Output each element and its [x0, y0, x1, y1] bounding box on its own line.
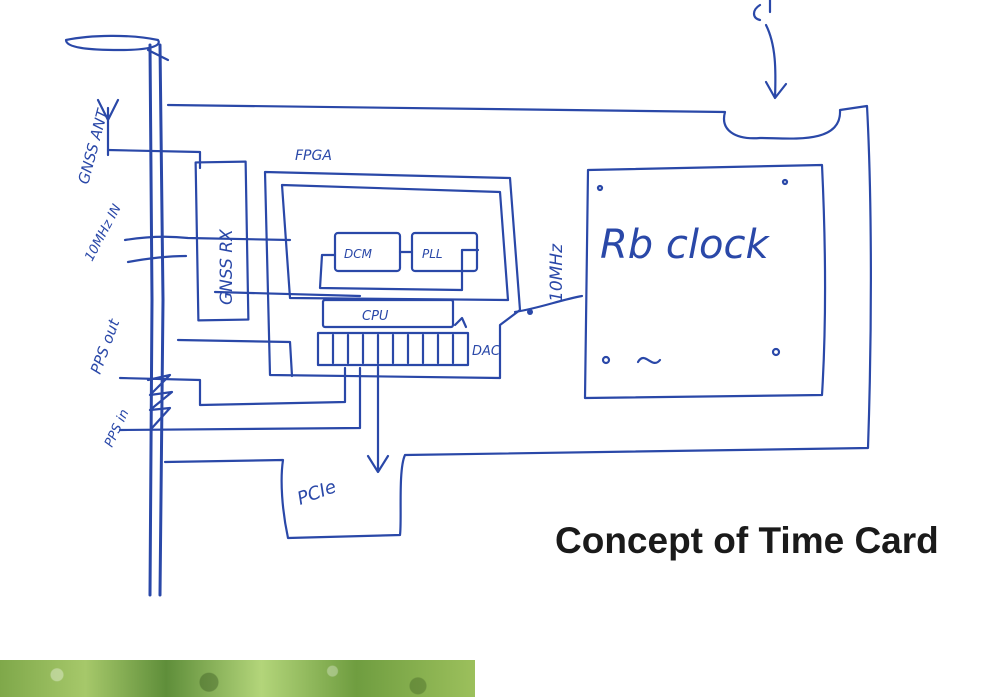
gnss-ant-label: GNSS ANT	[74, 105, 112, 186]
dac-register	[316, 331, 470, 367]
dcm-label: DCM	[344, 247, 373, 261]
power-arrow	[764, 23, 788, 100]
gnss-rx-label: GNSS RX	[217, 229, 237, 305]
rb-clock-block	[583, 163, 827, 400]
photo-strip	[0, 660, 475, 697]
dac-label: DAC	[472, 344, 501, 359]
gnss-receiver-block	[194, 160, 250, 322]
pcie-label: PCIe	[295, 476, 340, 509]
pll-label: PLL	[422, 247, 443, 261]
pcie-bracket	[64, 34, 174, 597]
mhz-line	[513, 294, 584, 314]
pcie-arrow	[366, 365, 390, 474]
cpu-label: CPU	[362, 309, 389, 324]
diagram-title: Concept of Time Card	[555, 520, 939, 561]
pps-out-label: PPS out	[87, 316, 124, 377]
mhz-in-label: 10MHz IN	[82, 202, 125, 264]
cpu-block	[321, 298, 455, 329]
antenna-icon	[96, 98, 120, 157]
rb-clock-label: Rb clock	[600, 222, 770, 268]
fpga-block	[263, 170, 522, 380]
pps-in-label: PPS in	[102, 407, 132, 450]
fpga-label: FPGA	[295, 148, 332, 164]
top-scribble	[752, 0, 772, 22]
card-outline	[163, 103, 872, 540]
mhz-10-label: 10MHz	[547, 243, 567, 302]
